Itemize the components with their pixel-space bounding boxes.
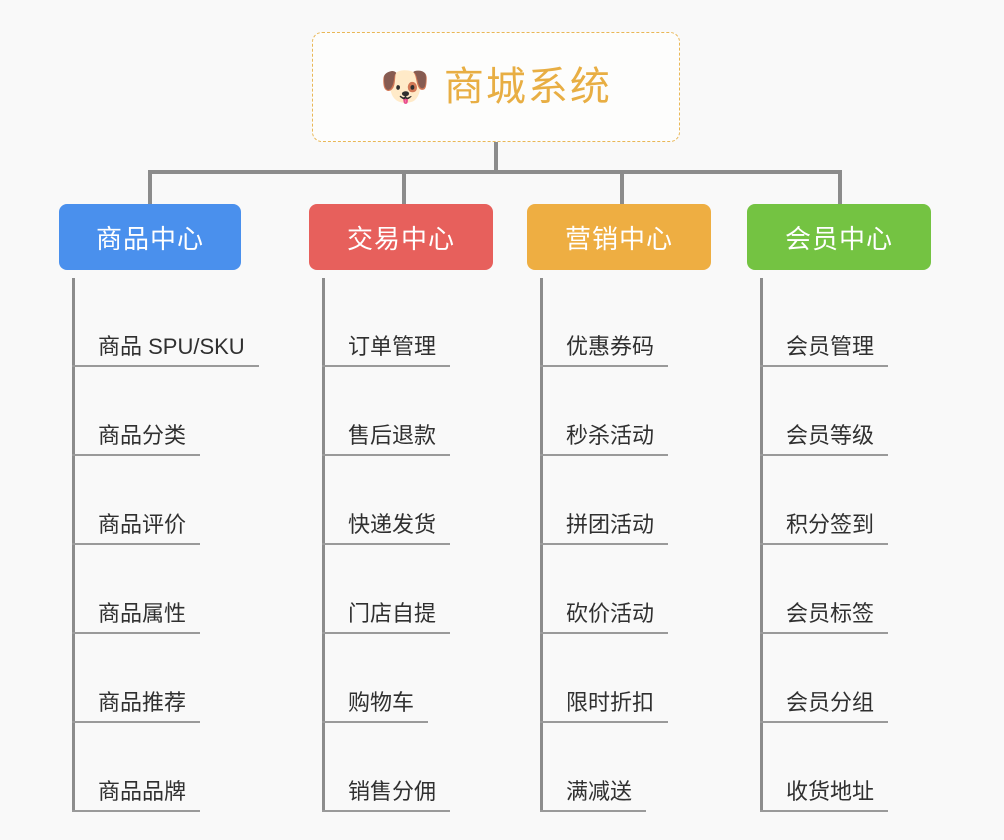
leaf-list: 会员管理会员等级积分签到会员标签会员分组收货地址 (747, 270, 931, 812)
leaf-item[interactable]: 商品评价 (72, 456, 241, 545)
leaf-item[interactable]: 商品品牌 (72, 723, 241, 812)
leaf-item-label: 商品 SPU/SKU (72, 334, 259, 367)
category-header-label: 营销中心 (564, 223, 673, 254)
category-column: 会员中心会员管理会员等级积分签到会员标签会员分组收货地址 (747, 204, 931, 812)
leaf-item[interactable]: 购物车 (322, 634, 493, 723)
category-connector-drop (402, 170, 406, 204)
leaf-item-label: 订单管理 (322, 334, 451, 367)
category-column: 商品中心商品 SPU/SKU 商品分类商品评价商品属性商品推荐商品品牌 (59, 204, 259, 812)
leaf-item-label: 优惠券码 (540, 334, 669, 367)
leaf-item[interactable]: 销售分佣 (322, 723, 493, 812)
leaf-item-label: 商品分类 (72, 423, 201, 456)
leaf-item[interactable]: 会员分组 (760, 634, 931, 723)
category-header-3[interactable]: 营销中心 (527, 204, 711, 270)
root-title: 商城系统 (443, 65, 612, 109)
root-node[interactable]: 🐶 商城系统 (312, 32, 680, 142)
leaf-item[interactable]: 优惠券码 (540, 278, 711, 367)
root-connector-bar (148, 170, 840, 174)
leaf-item[interactable]: 订单管理 (322, 278, 493, 367)
leaf-item-label: 会员标签 (760, 601, 889, 634)
leaf-item[interactable]: 商品推荐 (72, 634, 241, 723)
leaf-item-label: 商品属性 (72, 601, 201, 634)
leaf-item[interactable]: 商品属性 (72, 545, 241, 634)
leaf-item[interactable]: 商品分类 (72, 367, 241, 456)
leaf-item[interactable]: 商品 SPU/SKU (72, 278, 259, 367)
leaf-item[interactable]: 秒杀活动 (540, 367, 711, 456)
category-column: 交易中心订单管理售后退款快递发货门店自提购物车销售分佣 (309, 204, 493, 812)
leaf-list: 商品 SPU/SKU 商品分类商品评价商品属性商品推荐商品品牌 (59, 270, 259, 812)
leaf-item-label: 商品品牌 (72, 779, 201, 812)
leaf-item-label: 快递发货 (322, 512, 451, 545)
root-connector-stem (494, 142, 498, 174)
category-header-2[interactable]: 交易中心 (309, 204, 493, 270)
category-connector-drop (838, 170, 842, 204)
leaf-item-label: 砍价活动 (540, 601, 669, 634)
leaf-item-label: 售后退款 (322, 423, 451, 456)
leaf-item-label: 限时折扣 (540, 690, 669, 723)
shiba-inu-icon: 🐶 (380, 65, 430, 109)
leaf-item[interactable]: 收货地址 (760, 723, 931, 812)
leaf-item[interactable]: 会员管理 (760, 278, 931, 367)
leaf-list: 优惠券码秒杀活动拼团活动砍价活动限时折扣满减送 (527, 270, 711, 812)
leaf-item[interactable]: 快递发货 (322, 456, 493, 545)
category-connector-drop (620, 170, 624, 204)
leaf-item[interactable]: 砍价活动 (540, 545, 711, 634)
leaf-item[interactable]: 积分签到 (760, 456, 931, 545)
leaf-item-label: 满减送 (540, 779, 647, 812)
leaf-item[interactable]: 门店自提 (322, 545, 493, 634)
leaf-item-label: 会员管理 (760, 334, 889, 367)
leaf-item-label: 销售分佣 (322, 779, 451, 812)
leaf-item-label: 商品评价 (72, 512, 201, 545)
leaf-item-label: 会员分组 (760, 690, 889, 723)
leaf-item-label: 购物车 (322, 690, 429, 723)
leaf-item-label: 商品推荐 (72, 690, 201, 723)
leaf-item-label: 会员等级 (760, 423, 889, 456)
category-header-label: 会员中心 (784, 223, 893, 254)
leaf-item-label: 积分签到 (760, 512, 889, 545)
leaf-item[interactable]: 会员等级 (760, 367, 931, 456)
leaf-item[interactable]: 限时折扣 (540, 634, 711, 723)
category-header-label: 交易中心 (346, 223, 455, 254)
leaf-item-label: 门店自提 (322, 601, 451, 634)
leaf-item[interactable]: 满减送 (540, 723, 711, 812)
leaf-item-label: 秒杀活动 (540, 423, 669, 456)
leaf-item-label: 收货地址 (760, 779, 889, 812)
category-header-label: 商品中心 (95, 223, 204, 254)
category-connector-drop (148, 170, 152, 204)
leaf-item-label: 拼团活动 (540, 512, 669, 545)
leaf-list: 订单管理售后退款快递发货门店自提购物车销售分佣 (309, 270, 493, 812)
category-header-4[interactable]: 会员中心 (747, 204, 931, 270)
leaf-item[interactable]: 售后退款 (322, 367, 493, 456)
leaf-item[interactable]: 会员标签 (760, 545, 931, 634)
leaf-item[interactable]: 拼团活动 (540, 456, 711, 545)
category-column: 营销中心优惠券码秒杀活动拼团活动砍价活动限时折扣满减送 (527, 204, 711, 812)
category-header-1[interactable]: 商品中心 (59, 204, 241, 270)
